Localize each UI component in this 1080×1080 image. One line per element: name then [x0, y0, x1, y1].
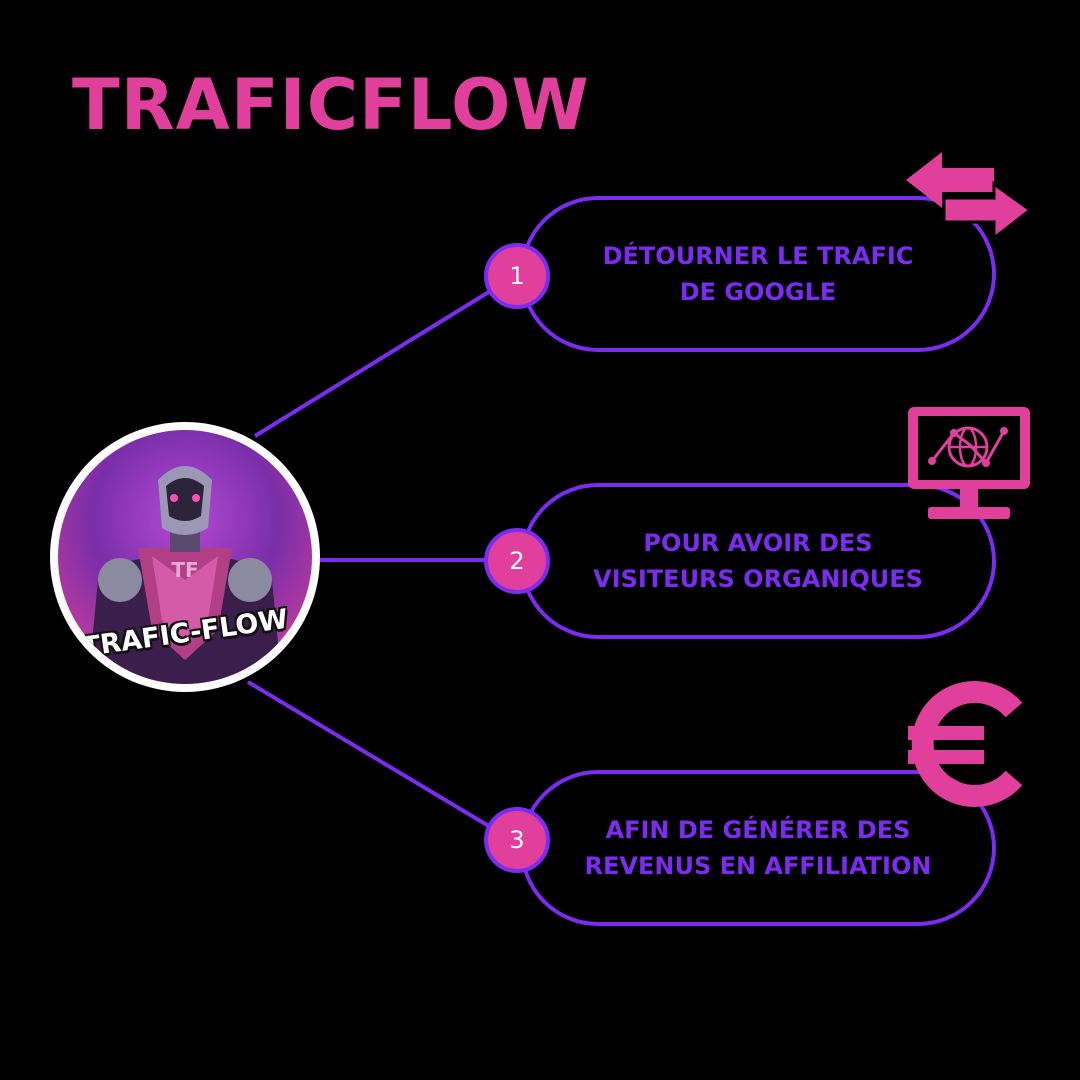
- page-title: TRAFICFLOW: [72, 64, 590, 146]
- connector-line-1: [253, 288, 494, 438]
- logo-monogram: TF: [171, 558, 199, 582]
- traficflow-logo: TF TRAFIC-FLOW: [50, 422, 320, 692]
- step-text-3: AFIN DE GÉNÉRER DES REVENUS EN AFFILIATI…: [584, 816, 932, 880]
- step-box-1: DÉTOURNER LE TRAFIC DE GOOGLE: [520, 196, 996, 352]
- step-number-1: 1: [484, 243, 550, 309]
- monitor-globe-chart-icon: [908, 407, 1030, 519]
- robot-illustration: [88, 466, 282, 684]
- connector-line-3: [246, 680, 494, 830]
- step-box-3: AFIN DE GÉNÉRER DES REVENUS EN AFFILIATI…: [520, 770, 996, 926]
- step-number-2: 2: [484, 528, 550, 594]
- step-number-3: 3: [484, 807, 550, 873]
- arrows-swap-icon: [906, 152, 1033, 242]
- step-box-2: POUR AVOIR DES VISITEURS ORGANIQUES: [520, 483, 996, 639]
- euro-icon: [908, 681, 1023, 807]
- step-text-1: DÉTOURNER LE TRAFIC DE GOOGLE: [602, 242, 914, 306]
- step-text-2: POUR AVOIR DES VISITEURS ORGANIQUES: [593, 529, 923, 593]
